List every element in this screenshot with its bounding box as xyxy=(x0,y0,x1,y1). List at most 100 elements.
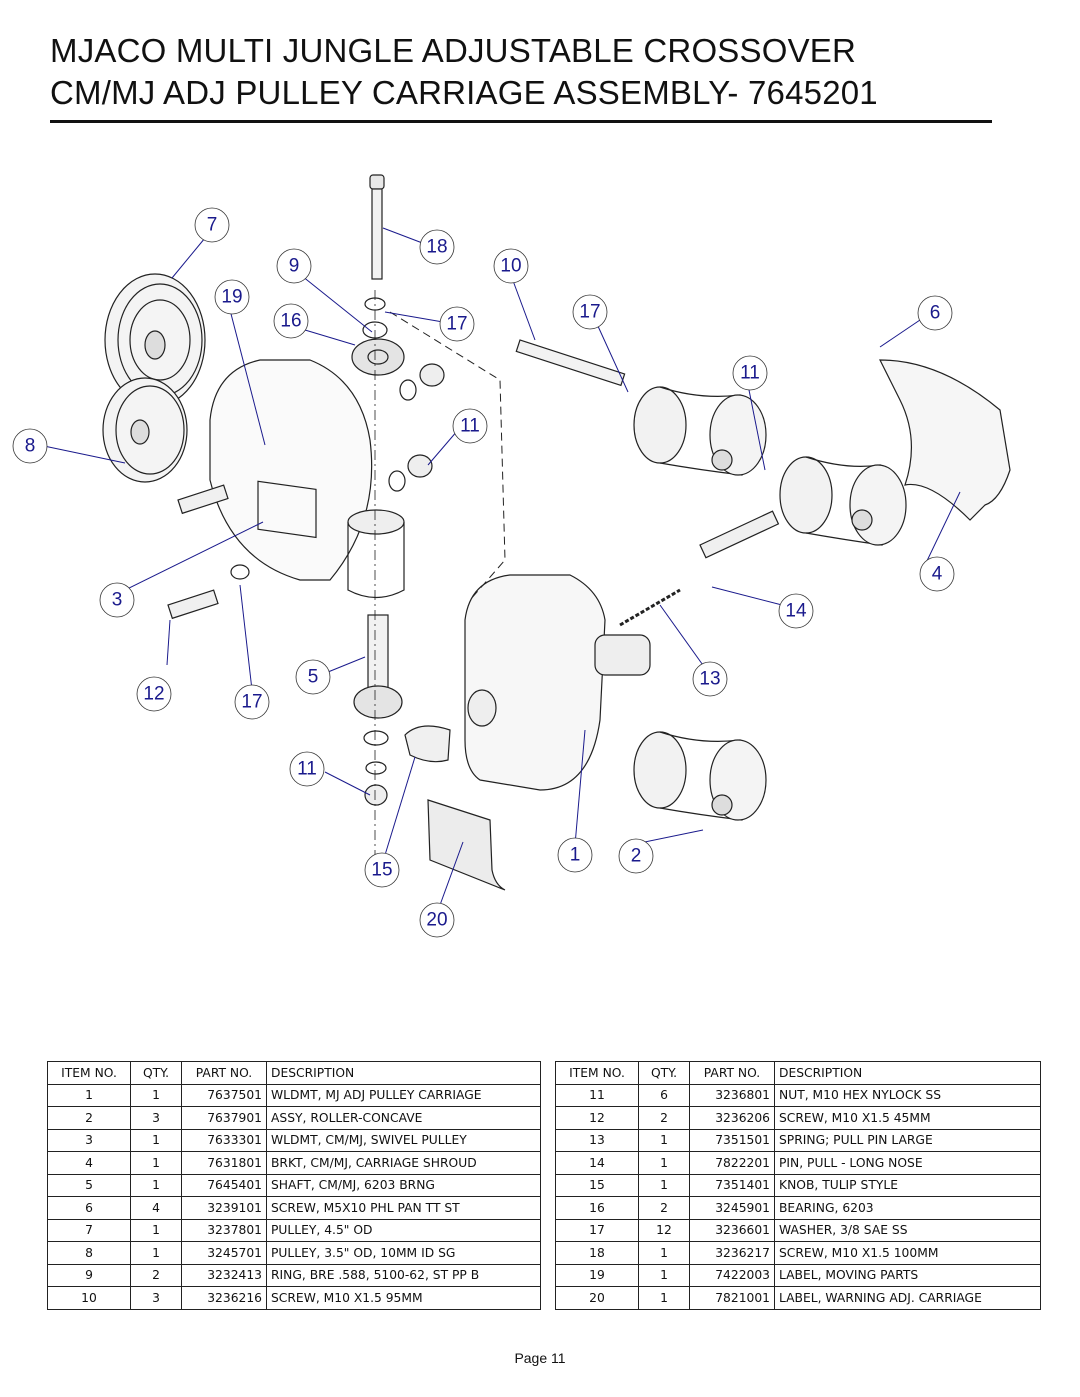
callout-numbers: 7 18 9 10 19 16 17 17 6 11 8 11 4 3 14 5… xyxy=(25,215,943,931)
description-cell: BRKT, CM/MJ, CARRIAGE SHROUD xyxy=(266,1151,541,1175)
callout-13: 13 xyxy=(699,669,720,690)
diagram-parts xyxy=(102,174,1011,891)
qty-cell: 1 xyxy=(638,1263,690,1287)
item-no-cell: 2 xyxy=(47,1106,131,1130)
item-no-cell: 6 xyxy=(47,1196,131,1220)
description-cell: KNOB, TULIP STYLE xyxy=(774,1173,1041,1197)
part-no-cell: 7422003 xyxy=(689,1263,775,1287)
qty-cell: 1 xyxy=(638,1241,690,1265)
swivel-pulley-plate-drawing xyxy=(209,359,373,581)
part-no-cell: 3236216 xyxy=(181,1286,267,1310)
qty-cell: 1 xyxy=(130,1128,182,1152)
description-cell: NUT, M10 HEX NYLOCK SS xyxy=(774,1083,1041,1107)
header-part-no: PART NO. xyxy=(689,1061,775,1085)
callout-4: 4 xyxy=(932,564,943,585)
exploded-assembly-diagram: 7 18 9 10 19 16 17 17 6 11 8 11 4 3 14 5… xyxy=(12,174,1011,938)
page-number: Page 11 xyxy=(514,1350,566,1366)
callout-9: 9 xyxy=(289,256,300,277)
callout-18: 18 xyxy=(426,237,447,258)
part-no-cell: 3232413 xyxy=(181,1263,267,1287)
item-no-cell: 8 xyxy=(47,1241,131,1265)
qty-cell: 1 xyxy=(638,1286,690,1310)
callout-17-a: 17 xyxy=(446,314,467,335)
leader-lines xyxy=(43,227,961,906)
description-cell: WLDMT, MJ ADJ PULLEY CARRIAGE xyxy=(266,1083,541,1107)
qty-cell: 1 xyxy=(130,1151,182,1175)
callout-16: 16 xyxy=(280,311,301,332)
item-no-cell: 11 xyxy=(555,1083,639,1107)
part-no-cell: 7637501 xyxy=(181,1083,267,1107)
callout-10: 10 xyxy=(500,256,521,277)
item-no-cell: 1 xyxy=(47,1083,131,1107)
roller-upper-drawing xyxy=(633,386,767,476)
description-cell: SHAFT, CM/MJ, 6203 BRNG xyxy=(266,1173,541,1197)
qty-cell: 12 xyxy=(638,1218,690,1242)
header-item-no: ITEM NO. xyxy=(555,1061,639,1085)
item-no-cell: 17 xyxy=(555,1218,639,1242)
table-header-row: ITEM NO. QTY. PART NO. DESCRIPTION xyxy=(47,1061,541,1085)
description-cell: SCREW, M10 X1.5 45MM xyxy=(774,1106,1041,1130)
callout-14: 14 xyxy=(785,601,807,622)
description-cell: RING, BRE .588, 5100-62, ST PP B xyxy=(266,1263,541,1287)
callout-6: 6 xyxy=(930,303,941,324)
qty-cell: 1 xyxy=(130,1173,182,1197)
description-cell: SCREW, M10 X1.5 100MM xyxy=(774,1241,1041,1265)
part-no-cell: 7821001 xyxy=(689,1286,775,1310)
roller-middle-drawing xyxy=(779,456,907,546)
title-rule xyxy=(50,120,992,123)
part-no-cell: 3239101 xyxy=(181,1196,267,1220)
description-cell: BEARING, 6203 xyxy=(774,1196,1041,1220)
page-title: MJACO MULTI JUNGLE ADJUSTABLE CROSSOVER … xyxy=(50,30,1010,114)
header-item-no: ITEM NO. xyxy=(47,1061,131,1085)
qty-cell: 2 xyxy=(638,1106,690,1130)
item-no-cell: 4 xyxy=(47,1151,131,1175)
description-cell: SPRING; PULL PIN LARGE xyxy=(774,1128,1041,1152)
qty-cell: 1 xyxy=(638,1151,690,1175)
pulley-8-drawing xyxy=(102,377,188,483)
callout-15: 15 xyxy=(371,860,392,881)
qty-cell: 3 xyxy=(130,1106,182,1130)
callout-20: 20 xyxy=(426,910,447,931)
callout-12: 12 xyxy=(143,684,164,705)
screw-18-drawing xyxy=(369,174,385,280)
callout-7: 7 xyxy=(207,215,218,236)
part-no-cell: 7822201 xyxy=(689,1151,775,1175)
part-no-cell: 3236601 xyxy=(689,1218,775,1242)
description-cell: PULLEY, 4.5" OD xyxy=(266,1218,541,1242)
callout-17-b: 17 xyxy=(579,302,600,323)
callout-3: 3 xyxy=(112,590,123,611)
qty-cell: 2 xyxy=(638,1196,690,1220)
description-cell: PULLEY, 3.5" OD, 10MM ID SG xyxy=(266,1241,541,1265)
part-no-cell: 3236206 xyxy=(689,1106,775,1130)
item-no-cell: 3 xyxy=(47,1128,131,1152)
description-cell: LABEL, WARNING ADJ. CARRIAGE xyxy=(774,1286,1041,1310)
carriage-body-drawing xyxy=(464,574,606,791)
part-no-cell: 7631801 xyxy=(181,1151,267,1175)
part-no-cell: 7645401 xyxy=(181,1173,267,1197)
warning-label-drawing xyxy=(427,799,506,891)
callout-11-a: 11 xyxy=(740,363,760,384)
qty-cell: 1 xyxy=(130,1083,182,1107)
callout-2: 2 xyxy=(631,846,642,867)
item-no-cell: 9 xyxy=(47,1263,131,1287)
item-no-cell: 14 xyxy=(555,1151,639,1175)
part-no-cell: 3236801 xyxy=(689,1083,775,1107)
bearing-16-drawing xyxy=(351,338,405,376)
item-no-cell: 19 xyxy=(555,1263,639,1287)
roller-lower-drawing xyxy=(633,731,767,821)
qty-cell: 4 xyxy=(130,1196,182,1220)
